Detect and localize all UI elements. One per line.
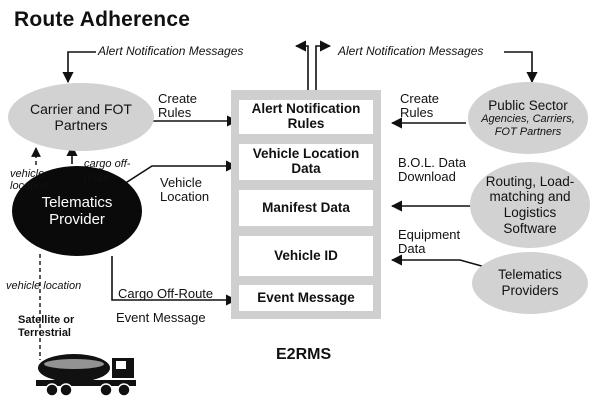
event-message-box: Event Message — [239, 285, 373, 311]
public-sector-subtitle: Agencies, Carriers, FOT Partners — [481, 113, 575, 138]
vehicle-location-italic-bottom: vehicle location — [6, 280, 82, 292]
alert-left-connector — [62, 51, 96, 84]
alert-notification-rules-box: Alert Notification Rules — [239, 100, 373, 134]
e2rms-stack: Alert Notification Rules Vehicle Locatio… — [231, 90, 381, 319]
equipment-label: Equipment Data — [398, 227, 461, 257]
routing-software-label: Routing, Load-matching and Logistics Sof… — [485, 173, 575, 236]
vehicle-location-data-box: Vehicle Location Data — [239, 144, 373, 180]
alert-left-label: Alert Notification Messages — [98, 44, 244, 58]
bol-label: B.O.L. Data Download — [398, 155, 466, 185]
routing-software-node: Routing, Load-matching and Logistics Sof… — [470, 162, 590, 248]
public-sector-title: Public Sector — [488, 97, 568, 113]
carrier-fot-label: Carrier and FOT Partners — [30, 100, 132, 133]
public-sector-node: Public Sector Agencies, Carriers, FOT Pa… — [468, 82, 588, 154]
vehicle-location-label: Vehicle Location — [160, 175, 210, 205]
create-rules-right-label: Create Rules — [400, 91, 440, 121]
stack-up-arrow-right — [315, 40, 332, 90]
cargo-off-route-italic-label: cargo off-route — [84, 158, 131, 184]
e2rms-caption: E2RMS — [276, 346, 332, 363]
vehicle-location-connector — [123, 160, 238, 185]
manifest-data-box: Manifest Data — [239, 190, 373, 226]
telematics-provider-label: Telematics Provider — [41, 193, 113, 228]
vehicle-id-box: Vehicle ID — [239, 236, 373, 276]
cargo-event-label-line2: Event Message — [116, 310, 206, 325]
alert-right-label: Alert Notification Messages — [338, 44, 484, 58]
carrier-fot-node: Carrier and FOT Partners — [8, 83, 154, 151]
create-rules-left-label: Create Rules — [158, 91, 198, 121]
diagram-title: Route Adherence — [14, 8, 191, 31]
cargo-event-label-line1: Cargo Off-Route — [118, 286, 214, 301]
vehicle-location-italic-top: vehicle location — [10, 168, 48, 193]
stack-up-arrow-left — [294, 40, 309, 90]
telematics-providers-node: Telematics Providers — [472, 252, 588, 314]
telematics-providers-label: Telematics Providers — [498, 267, 562, 298]
alert-right-connector — [504, 51, 538, 84]
telematics-provider-node: Telematics Provider — [12, 166, 142, 256]
satellite-terrestrial-label: Satellite or Terrestrial — [18, 314, 75, 339]
tanker-truck-icon — [36, 354, 136, 396]
cargo-event-connector — [111, 256, 238, 306]
